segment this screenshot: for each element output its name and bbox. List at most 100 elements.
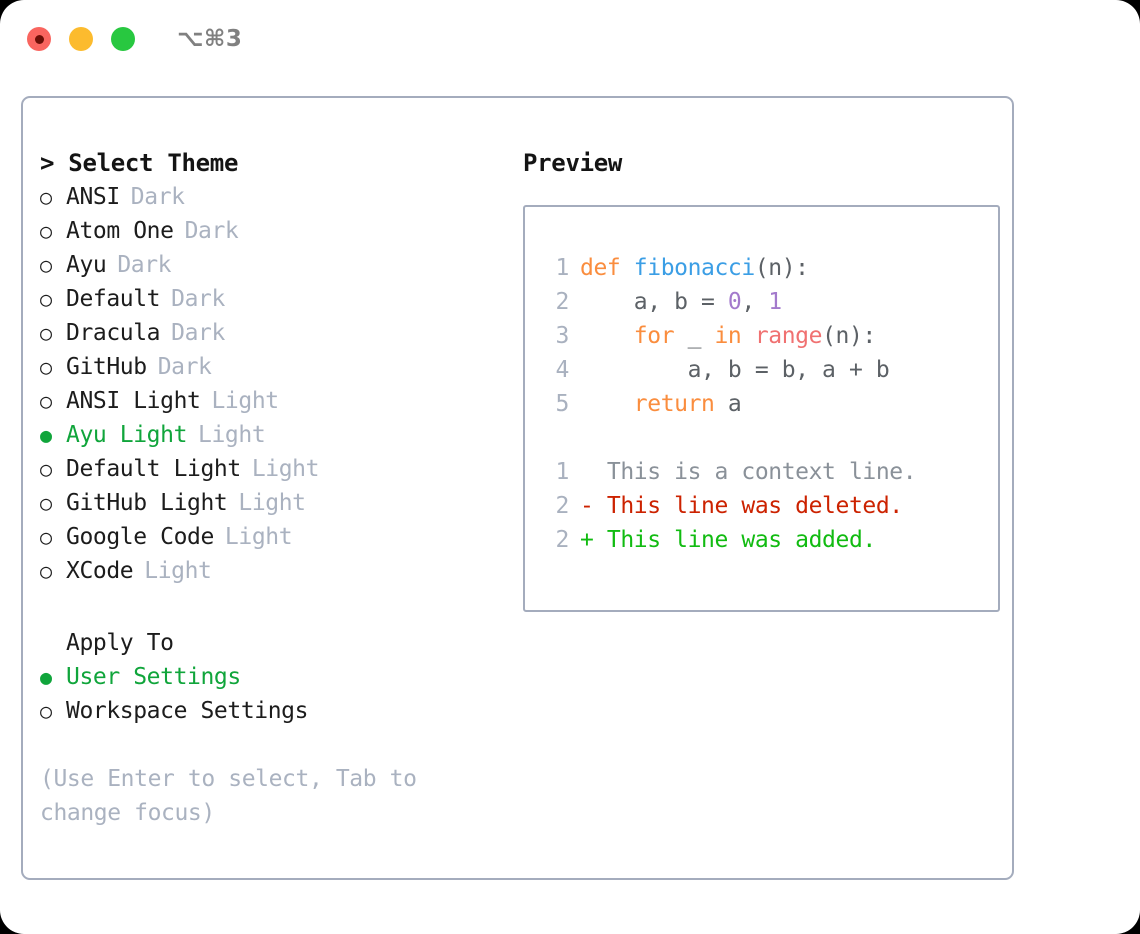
preview-title: Preview <box>523 149 623 177</box>
minimize-button[interactable] <box>69 27 93 51</box>
code-line: 1 def fibonacci(n): <box>543 251 998 285</box>
radio-icon: ○ <box>40 389 52 413</box>
theme-name: ANSI Light <box>66 388 201 414</box>
token-plain: a, b = <box>580 289 728 315</box>
token-number: 1 <box>768 289 782 315</box>
theme-option-github[interactable]: ○ GitHub Dark <box>40 350 510 384</box>
theme-tag: Light <box>198 422 266 448</box>
token-number: 0 <box>727 289 742 315</box>
diff-line-added: 2 + This line was added. <box>543 523 998 557</box>
token-keyword: return <box>633 391 715 417</box>
diff-sample: 1 This is a context line. 2 - This line … <box>543 455 998 557</box>
theme-name: Google Code <box>66 524 214 550</box>
diff-line-context: 1 This is a context line. <box>543 455 998 489</box>
radio-icon: ○ <box>40 491 52 515</box>
radio-icon: ○ <box>40 699 52 723</box>
theme-tag: Light <box>238 490 306 516</box>
radio-selected-icon: ● <box>40 423 52 447</box>
close-button[interactable] <box>27 27 51 51</box>
diff-text: This is a context line. <box>593 459 917 485</box>
code-content: a, b = b, a + b <box>580 353 890 387</box>
theme-tag: Light <box>144 558 212 584</box>
theme-name: Atom One <box>66 218 174 244</box>
diff-text: This line was deleted. <box>593 493 903 519</box>
code-line: 4 a, b = b, a + b <box>543 353 998 387</box>
line-number: 2 <box>555 493 570 519</box>
token-plain: a, b = b, a + b <box>580 357 890 383</box>
code-content: return a <box>580 387 742 421</box>
preview-box: 1 def fibonacci(n): 2 a, b = 0, 1 3 for … <box>523 205 1000 612</box>
theme-option-xcode[interactable]: ○ XCode Light <box>40 554 510 588</box>
zoom-button[interactable] <box>111 27 135 51</box>
token-keyword: def <box>580 255 634 281</box>
theme-option-default-light[interactable]: ○ Default Light Light <box>40 452 510 486</box>
theme-name: Default <box>66 286 161 312</box>
theme-option-atom-one[interactable]: ○ Atom One Dark <box>40 214 510 248</box>
token-plain <box>580 391 634 417</box>
theme-tag: Light <box>251 456 320 482</box>
token-function: fibonacci <box>633 255 755 281</box>
line-number: 5 <box>555 391 570 417</box>
theme-name: GitHub Light <box>66 490 228 516</box>
theme-option-list: ○ ANSI Dark ○ Atom One Dark ○ Ayu Dark <box>40 180 510 588</box>
theme-tag: Dark <box>157 354 212 380</box>
theme-option-google-code[interactable]: ○ Google Code Light <box>40 520 510 554</box>
code-line: 3 for _ in range(n): <box>543 319 998 353</box>
apply-to-title: Apply To <box>66 630 174 656</box>
theme-option-ayu[interactable]: ○ Ayu Dark <box>40 248 510 282</box>
radio-icon: ○ <box>40 185 52 209</box>
code-content: def fibonacci(n): <box>580 251 809 285</box>
theme-tag: Light <box>211 388 279 414</box>
apply-to-option-workspace-settings[interactable]: ○ Workspace Settings <box>40 694 510 728</box>
apply-to-label: User Settings <box>66 664 241 690</box>
token-builtin: range <box>754 323 823 349</box>
diff-marker: + <box>580 527 594 553</box>
theme-name: GitHub <box>66 354 147 380</box>
theme-option-ansi[interactable]: ○ ANSI Dark <box>40 180 510 214</box>
token-plain <box>741 323 754 349</box>
code-content: for _ in range(n): <box>580 319 876 353</box>
token-plain <box>580 323 634 349</box>
token-punct: (n): <box>822 323 876 349</box>
theme-name: Dracula <box>66 320 161 346</box>
token-keyword: for <box>633 323 675 349</box>
line-number: 2 <box>555 289 570 315</box>
theme-option-ayu-light[interactable]: ● Ayu Light Light <box>40 418 510 452</box>
theme-tag: Dark <box>184 218 239 244</box>
diff-marker <box>580 455 593 489</box>
apply-to-option-user-settings[interactable]: ● User Settings <box>40 660 510 694</box>
theme-option-ansi-light[interactable]: ○ ANSI Light Light <box>40 384 510 418</box>
page-title: > Select Theme <box>40 149 239 177</box>
line-number: 3 <box>555 323 570 349</box>
theme-picker-column: > Select Theme ○ ANSI Dark ○ Atom One Da… <box>40 142 510 878</box>
diff-text: This line was added. <box>593 527 876 553</box>
theme-tag: Dark <box>171 286 225 312</box>
theme-name: Default Light <box>66 456 241 482</box>
apply-to-option-list: ● User Settings ○ Workspace Settings <box>40 660 510 728</box>
radio-icon: ○ <box>40 457 52 481</box>
token-keyword: in <box>714 323 742 349</box>
theme-option-default[interactable]: ○ Default Dark <box>40 282 510 316</box>
record-dot-icon <box>34 34 44 44</box>
line-number: 4 <box>555 357 570 383</box>
keyboard-shortcut-label: ⌥⌘3 <box>177 26 243 52</box>
token-punct: (n): <box>754 255 809 281</box>
code-line: 5 return a <box>543 387 998 421</box>
theme-option-dracula[interactable]: ○ Dracula Dark <box>40 316 510 350</box>
radio-icon: ○ <box>40 253 52 277</box>
theme-name: Ayu Light <box>66 422 188 448</box>
token-plain: _ <box>674 323 715 349</box>
code-sample: 1 def fibonacci(n): 2 a, b = 0, 1 3 for … <box>543 251 998 421</box>
code-spacer <box>543 421 998 455</box>
theme-name: Ayu <box>66 252 107 278</box>
diff-marker: - <box>580 493 594 519</box>
preview-column: Preview 1 def fibonacci(n): 2 a, b = 0, … <box>510 142 1012 878</box>
keyboard-hint-text: (Use Enter to select, Tab to change focu… <box>40 766 417 826</box>
radio-icon: ○ <box>40 559 52 583</box>
radio-icon: ○ <box>40 321 52 345</box>
code-content: a, b = 0, 1 <box>580 285 782 319</box>
token-plain: a <box>714 391 742 417</box>
line-number: 1 <box>555 255 570 281</box>
theme-option-github-light[interactable]: ○ GitHub Light Light <box>40 486 510 520</box>
